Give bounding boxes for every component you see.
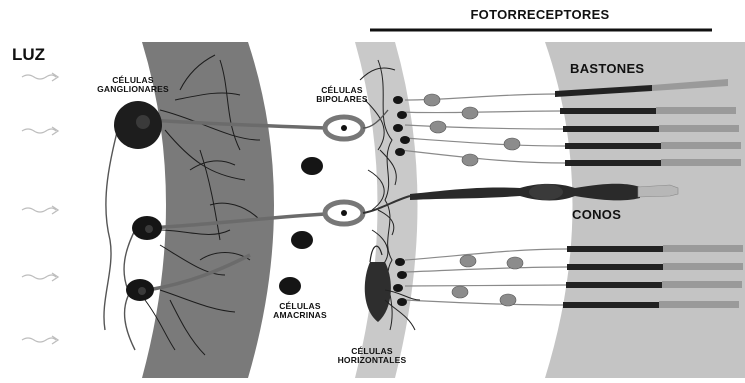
bastones-label: BASTONES xyxy=(570,62,644,76)
rod xyxy=(563,301,739,308)
rod xyxy=(563,125,739,132)
rod xyxy=(567,245,743,252)
ganglion-cells xyxy=(114,101,162,301)
rod xyxy=(565,159,741,166)
light-arrow-5 xyxy=(22,338,56,342)
rod xyxy=(560,107,736,114)
amacrine-cells xyxy=(279,157,323,295)
ganglionares-label: CÉLULAS GANGLIONARES xyxy=(78,76,188,94)
light-arrows xyxy=(22,73,58,344)
horizontales-label-line2: HORIZONTALES xyxy=(322,356,422,365)
bipolares-label-line2: BIPOLARES xyxy=(300,95,384,104)
amacrinas-label-line2: AMACRINAS xyxy=(260,311,340,320)
amacrinas-label: CÉLULAS AMACRINAS xyxy=(260,302,340,320)
ganglion-axons xyxy=(104,120,135,350)
fotorreceptores-label: FOTORRECEPTORES xyxy=(440,8,640,22)
rod-nuclei xyxy=(424,94,523,306)
light-arrow-1 xyxy=(22,75,56,79)
bipolares-label: CÉLULAS BIPOLARES xyxy=(300,86,384,104)
horizontales-label: CÉLULAS HORIZONTALES xyxy=(322,347,422,365)
ganglionares-label-line2: GANGLIONARES xyxy=(78,85,188,94)
luz-label: LUZ xyxy=(12,46,45,64)
light-arrow-4 xyxy=(22,275,56,279)
light-arrow-2 xyxy=(22,129,56,133)
rod xyxy=(565,142,741,149)
rod xyxy=(566,281,742,288)
conos-label: CONOS xyxy=(572,208,621,222)
rod xyxy=(567,263,743,270)
light-arrow-3 xyxy=(22,208,56,212)
